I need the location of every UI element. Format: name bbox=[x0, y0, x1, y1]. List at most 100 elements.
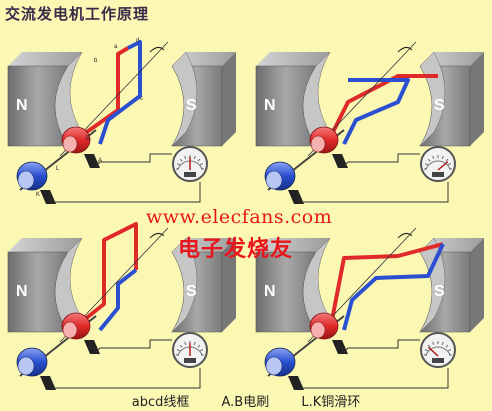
coil-label-B: B bbox=[86, 136, 90, 142]
slip-ring-blue-face bbox=[265, 170, 283, 190]
meter-body bbox=[420, 332, 456, 368]
meter-tick bbox=[427, 158, 431, 162]
magnet-s-pole-face bbox=[419, 237, 446, 333]
meter-base bbox=[432, 358, 444, 363]
meter-base bbox=[432, 172, 444, 177]
brush-a bbox=[84, 340, 100, 354]
magnet-s-label: S bbox=[186, 283, 197, 300]
circuit-wire-a bbox=[95, 339, 172, 353]
page-title: 交流发电机工作原理 bbox=[5, 5, 150, 23]
coil-label-d: d bbox=[136, 38, 139, 44]
coil-label-L: L bbox=[56, 166, 60, 172]
coil-red-side bbox=[82, 222, 138, 322]
magnet-n-top bbox=[8, 238, 82, 252]
meter-tick bbox=[193, 341, 196, 345]
rotation-arrow bbox=[149, 232, 165, 239]
meter-scale bbox=[425, 346, 451, 356]
meter-tick bbox=[445, 344, 449, 348]
meter-tick bbox=[432, 155, 435, 159]
meter-tick bbox=[193, 155, 196, 159]
magnet-s-label: S bbox=[186, 97, 197, 114]
meter-tick bbox=[424, 349, 428, 352]
meter-tick bbox=[197, 344, 201, 348]
magnet-n-label: N bbox=[264, 283, 276, 300]
meter-tick bbox=[179, 158, 183, 162]
magnet-n-top bbox=[8, 52, 82, 66]
slip-ring-blue-face bbox=[17, 356, 35, 376]
magnet-s-pole-face bbox=[171, 237, 198, 333]
coil-red-side bbox=[330, 74, 438, 135]
meter-tick bbox=[427, 344, 431, 348]
caption-ring: L.K铜滑环 bbox=[301, 395, 361, 410]
watermark-cn: 电子发烧友 bbox=[178, 237, 294, 262]
magnet-s-side bbox=[222, 238, 236, 332]
circuit-wire-b bbox=[300, 368, 449, 389]
watermark-url: www.elecfans.com bbox=[146, 206, 333, 228]
coil-label-c: c bbox=[140, 96, 143, 102]
brush-a bbox=[332, 340, 348, 354]
coil-blue-side bbox=[98, 268, 138, 332]
meter-tick bbox=[197, 158, 201, 162]
coil-blue-side bbox=[342, 78, 410, 145]
slip-ring-red-face bbox=[62, 135, 78, 153]
slip-ring-red-face bbox=[310, 321, 326, 339]
meter-tick bbox=[184, 341, 187, 345]
meter-tick bbox=[441, 341, 444, 345]
brush-b bbox=[288, 376, 304, 390]
meter-tick bbox=[176, 349, 180, 352]
meter-tick bbox=[179, 344, 183, 348]
meter-tick bbox=[432, 341, 435, 345]
meter-base bbox=[184, 172, 196, 177]
caption: abcd线框 A.B电刷 L.K铜滑环 bbox=[0, 391, 492, 410]
magnet-n-top bbox=[256, 52, 330, 66]
meter-tick bbox=[445, 158, 449, 162]
meter-tick bbox=[200, 349, 204, 352]
slip-ring-red-face bbox=[310, 135, 326, 153]
meter-tick bbox=[424, 163, 428, 166]
brush-b bbox=[40, 190, 56, 204]
brush-a bbox=[332, 154, 348, 168]
meter-tick bbox=[448, 349, 452, 352]
circuit-wire-b bbox=[52, 368, 201, 389]
meter-tick bbox=[441, 155, 444, 159]
meter-tick bbox=[184, 155, 187, 159]
meter-body bbox=[420, 146, 456, 182]
brush-a bbox=[84, 154, 100, 168]
circuit-wire-a bbox=[343, 153, 420, 167]
coil-label-A: A bbox=[98, 158, 102, 164]
brush-b bbox=[288, 190, 304, 204]
meter-tick bbox=[200, 163, 204, 166]
caption-brush: A.B电刷 bbox=[221, 395, 270, 410]
coil-red-side bbox=[330, 242, 444, 321]
slip-ring-blue-face bbox=[17, 170, 35, 190]
brush-b bbox=[40, 376, 56, 390]
magnet-s-label: S bbox=[434, 283, 445, 300]
meter-tick bbox=[448, 163, 452, 166]
coil-label-K: K bbox=[36, 192, 40, 198]
meter-needle bbox=[427, 346, 439, 357]
coil-label-b: b bbox=[94, 58, 98, 64]
meter-tick bbox=[176, 163, 180, 166]
meter-scale bbox=[425, 160, 451, 170]
circuit-wire-a bbox=[95, 153, 172, 167]
coil-blue-side bbox=[342, 243, 445, 331]
magnet-n-top bbox=[256, 238, 330, 252]
meter-needle bbox=[437, 161, 449, 171]
rotation-arrow bbox=[397, 232, 413, 239]
magnet-s-side bbox=[470, 52, 484, 146]
coil-red-side bbox=[82, 46, 130, 136]
caption-coil: abcd线框 bbox=[131, 395, 190, 410]
circuit-wire-a bbox=[343, 339, 420, 353]
circuit-wire-b bbox=[300, 182, 449, 203]
magnet-n-label: N bbox=[16, 97, 28, 114]
rotation-arrow bbox=[149, 46, 165, 53]
magnet-s-side bbox=[470, 238, 484, 332]
magnet-s-label: S bbox=[434, 97, 445, 114]
meter-base bbox=[184, 358, 196, 363]
coil-label-a: a bbox=[114, 44, 118, 50]
slip-ring-red-face bbox=[62, 321, 78, 339]
magnet-s-pole-face bbox=[171, 51, 198, 147]
